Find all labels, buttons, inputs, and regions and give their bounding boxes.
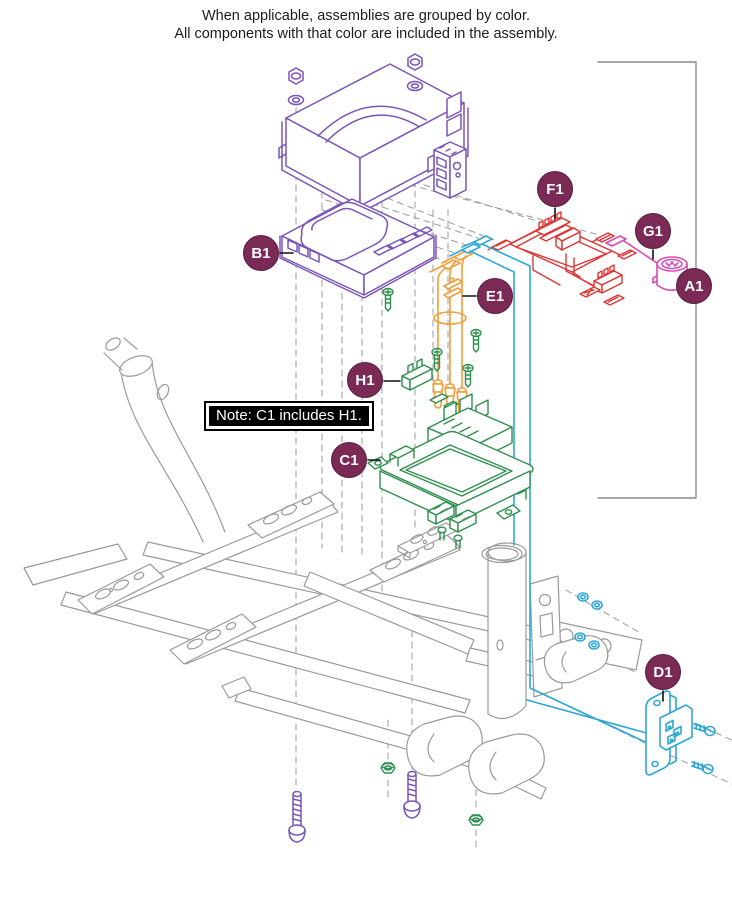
controller-cover-assembly bbox=[278, 53, 469, 214]
charger-port-assembly bbox=[449, 235, 716, 776]
header-line1: When applicable, assemblies are grouped … bbox=[201, 8, 531, 24]
junction-block-assembly bbox=[367, 287, 534, 826]
callout-arrows bbox=[279, 207, 664, 702]
callout-g1[interactable]: G1 bbox=[635, 213, 671, 249]
callout-c1[interactable]: C1 bbox=[331, 442, 367, 478]
callout-d1[interactable]: D1 bbox=[645, 654, 681, 690]
chassis-frame bbox=[23, 337, 643, 800]
note-box: Note: C1 includes H1. bbox=[204, 401, 374, 431]
callout-h1[interactable]: H1 bbox=[347, 362, 383, 398]
controller-module bbox=[279, 198, 437, 299]
callout-f1[interactable]: F1 bbox=[537, 171, 573, 207]
header-line2: All components with that color are inclu… bbox=[174, 26, 558, 43]
callout-a1[interactable]: A1 bbox=[676, 268, 712, 304]
callout-e1[interactable]: E1 bbox=[477, 278, 513, 314]
callout-b1[interactable]: B1 bbox=[243, 235, 279, 271]
diagram-header: When applicable, assemblies are grouped … bbox=[0, 7, 732, 43]
note-text: Note: C1 includes H1. bbox=[208, 405, 370, 427]
mounting-bolts bbox=[288, 770, 421, 843]
fused-wire-assembly bbox=[429, 250, 473, 417]
